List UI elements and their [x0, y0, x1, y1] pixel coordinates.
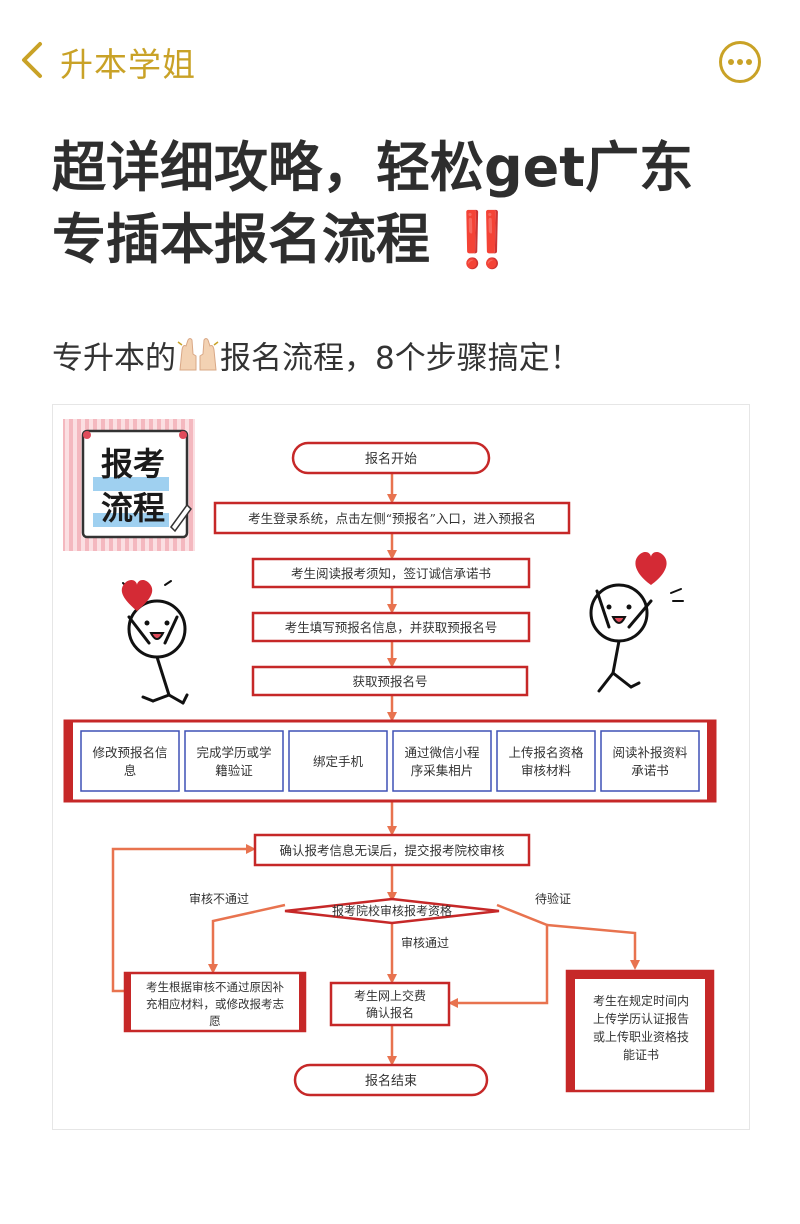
article-title: 超详细攻略，轻松get广东 专插本报名流程 ‼️ — [52, 132, 772, 276]
more-button[interactable] — [718, 40, 762, 84]
substep-text: 上传报名资格 — [508, 745, 584, 760]
svg-text:考生登录系统，点击左侧“预报名”入口，进入预报名: 考生登录系统，点击左侧“预报名”入口，进入预报名 — [248, 511, 536, 526]
flow-fail-box: 考生根据审核不通过原因补 充相应材料，或修改报考志 愿 — [123, 971, 307, 1033]
flow-pending-box: 考生在规定时间内 上传学历认证报告 或上传职业资格技 能证书 — [565, 969, 715, 1093]
back-button[interactable] — [16, 40, 52, 80]
flowchart-image[interactable]: 报考 流程 — [52, 404, 750, 1130]
svg-text:或上传职业资格技: 或上传职业资格技 — [593, 1029, 689, 1044]
article-title-line2: 专插本报名流程 — [52, 208, 430, 271]
flow-end: 报名结束 — [293, 1063, 489, 1097]
substep-text: 息 — [124, 763, 137, 778]
flow-decision: 报考院校审核报考资格 — [284, 897, 500, 925]
svg-text:报名结束: 报名结束 — [365, 1073, 417, 1089]
right-stick-figure — [589, 583, 684, 693]
more-horizontal-icon — [719, 41, 761, 83]
svg-text:确认报考信息无误后，提交报考院校审核: 确认报考信息无误后，提交报考院校审核 — [279, 843, 505, 858]
substep-text: 绑定手机 — [313, 754, 364, 769]
flow-sticker: 报考 流程 — [63, 419, 195, 551]
svg-text:报考院校审核报考资格: 报考院校审核报考资格 — [332, 903, 452, 918]
substep-text: 通过微信小程 — [404, 745, 480, 760]
flow-step-3: 考生填写预报名信息，并获取预报名号 — [251, 611, 531, 643]
subtitle-prefix: 专升本的 — [52, 340, 176, 377]
svg-text:报名开始: 报名开始 — [365, 451, 417, 467]
flow-start: 报名开始 — [291, 441, 491, 475]
svg-text:考生阅读报考须知，签订诚信承诺书: 考生阅读报考须知，签订诚信承诺书 — [291, 566, 491, 581]
heart-icon — [635, 551, 667, 585]
svg-text:考生根据审核不通过原因补: 考生根据审核不通过原因补 — [146, 980, 284, 994]
svg-text:考生网上交费: 考生网上交费 — [354, 988, 426, 1003]
left-stick-figure — [122, 580, 189, 705]
svg-text:能证书: 能证书 — [623, 1048, 659, 1062]
double-exclamation-icon: ‼️ — [448, 208, 517, 271]
chevron-left-icon — [22, 42, 42, 78]
substep-text: 籍验证 — [215, 763, 253, 778]
flow-step-2: 考生阅读报考须知，签订诚信承诺书 — [251, 557, 531, 589]
substep-text: 审核材料 — [521, 763, 572, 778]
flow-pay-box: 考生网上交费 确认报名 — [329, 981, 451, 1027]
substep-text: 阅读补报资料 — [612, 745, 688, 760]
flow-step-4: 获取预报名号 — [251, 665, 529, 697]
flowchart-svg: 报考 流程 — [63, 419, 717, 1097]
substep-text: 承诺书 — [631, 763, 669, 778]
substep-text: 完成学历或学 — [196, 745, 271, 760]
svg-text:考生填写预报名信息，并获取预报名号: 考生填写预报名信息，并获取预报名号 — [285, 620, 498, 635]
svg-text:考生在规定时间内: 考生在规定时间内 — [593, 993, 689, 1008]
flow-step-1: 考生登录系统，点击左侧“预报名”入口，进入预报名 — [213, 501, 571, 535]
heart-icon — [121, 579, 153, 611]
substep-text: 序采集相片 — [411, 763, 474, 778]
sticker-text-line1: 报考 — [101, 445, 165, 483]
substep-text: 修改预报名信 — [92, 745, 167, 760]
svg-text:确认报名: 确认报名 — [366, 1005, 414, 1020]
label-pass: 审核通过 — [401, 935, 449, 950]
label-fail: 审核不通过 — [189, 891, 249, 906]
nav-title: 升本学姐 — [60, 45, 196, 84]
substep-box: 绑定手机 — [288, 730, 388, 792]
substeps-group: 修改预报名信息完成学历或学籍验证绑定手机通过微信小程序采集相片上传报名资格审核材… — [80, 730, 700, 792]
flow-confirm: 确认报考信息无误后，提交报考院校审核 — [253, 833, 531, 867]
subtitle-suffix: 报名流程，8个步骤搞定！ — [220, 340, 581, 377]
svg-text:愿: 愿 — [209, 1014, 221, 1028]
raising-hands-icon — [176, 336, 220, 384]
sticker-text-line2: 流程 — [101, 489, 165, 527]
pencil-icon — [170, 503, 192, 533]
article-subtitle: 专升本的 报名流程，8个步骤搞定！ — [52, 336, 772, 384]
svg-text:获取预报名号: 获取预报名号 — [352, 674, 427, 689]
article-title-line1: 超详细攻略，轻松get广东 — [52, 136, 694, 199]
svg-text:充相应材料，或修改报考志: 充相应材料，或修改报考志 — [146, 997, 284, 1011]
top-navigation-bar: 升本学姐 — [0, 0, 800, 120]
svg-text:上传学历认证报告: 上传学历认证报告 — [593, 1011, 689, 1026]
label-pending: 待验证 — [535, 891, 571, 906]
